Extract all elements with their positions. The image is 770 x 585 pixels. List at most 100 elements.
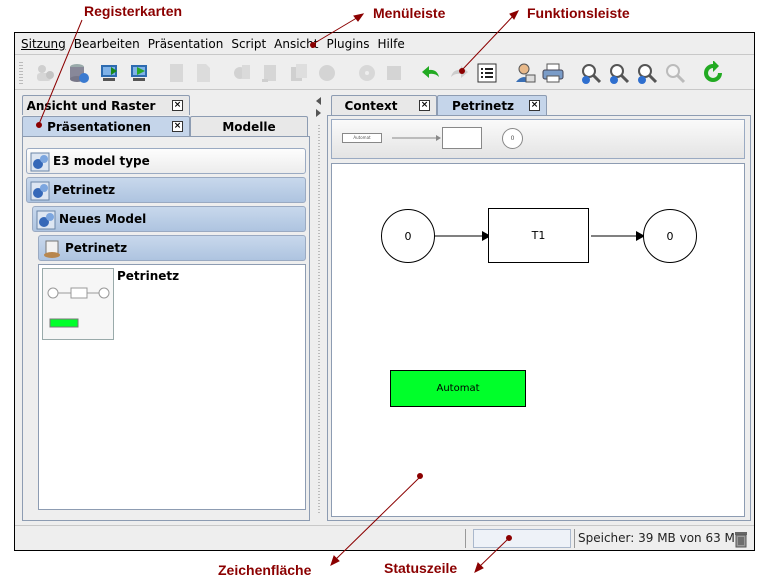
tree-row-petrinetz[interactable]: Petrinetz <box>26 177 306 203</box>
automat-node[interactable]: Automat <box>390 370 526 407</box>
close-icon[interactable]: × <box>172 121 183 132</box>
close-icon[interactable]: × <box>529 100 540 111</box>
status-separator <box>574 529 575 548</box>
annotation-menueleiste: Menüleiste <box>373 5 446 21</box>
menu-ansicht[interactable]: Ansicht <box>274 36 319 51</box>
arrowhead-icon <box>636 231 645 241</box>
zoom-reset-icon[interactable] <box>607 61 631 85</box>
presentation-icon <box>30 152 50 172</box>
split-pane-divider[interactable] <box>315 95 323 521</box>
tab-praesentationen[interactable]: Präsentationen × <box>22 116 190 136</box>
right-panel: Context × Petrinetz × Automat 0 0 <box>327 95 751 521</box>
redo-icon[interactable] <box>447 61 471 85</box>
presentation-thumbnail[interactable] <box>42 268 114 340</box>
automat-label: Automat <box>436 383 480 394</box>
pages-icon[interactable] <box>287 61 311 85</box>
tab-label: Context <box>344 98 398 113</box>
menu-praesentation[interactable]: Präsentation <box>147 36 224 51</box>
tab-petrinetz[interactable]: Petrinetz × <box>437 95 547 115</box>
tab-ansicht-und-raster[interactable]: Ansicht und Raster × <box>22 95 190 115</box>
cd-icon[interactable] <box>355 61 379 85</box>
memory-status: Speicher: 39 MB von 63 MB <box>578 531 744 545</box>
close-icon[interactable]: × <box>172 100 183 111</box>
transition-t1[interactable]: T1 <box>488 208 589 263</box>
leader-arrow <box>474 562 484 573</box>
element-palette: Automat 0 <box>331 119 745 159</box>
place-left[interactable]: 0 <box>381 209 435 263</box>
diagram-connections <box>435 231 645 241</box>
palette-arrow[interactable] <box>390 132 442 144</box>
arrowhead-icon <box>482 231 491 241</box>
thumbnail-preview <box>47 287 110 328</box>
palette-transition[interactable] <box>442 127 482 149</box>
tree-row-label: Petrinetz <box>65 241 128 255</box>
tab-label: Modelle <box>222 119 276 134</box>
tab-label: Präsentationen <box>47 119 151 134</box>
page-icon[interactable] <box>192 61 216 85</box>
tab-label: Petrinetz <box>451 98 515 113</box>
import-icon[interactable] <box>97 61 121 85</box>
annotation-zeichenflaeche: Zeichenfläche <box>218 562 312 578</box>
divider-grip <box>318 125 320 515</box>
tree-row-label: E3 model type <box>53 154 150 168</box>
menu-plugins[interactable]: Plugins <box>326 36 370 51</box>
leader-arrow <box>330 555 340 566</box>
annotation-registerkarten: Registerkarten <box>84 3 183 19</box>
palette-place[interactable]: 0 <box>502 128 523 149</box>
menu-bearbeiten[interactable]: Bearbeiten <box>73 36 140 51</box>
leader-arrow <box>353 13 365 22</box>
user-icon[interactable] <box>513 61 537 85</box>
trash-icon[interactable] <box>733 530 749 548</box>
collapse-left-icon[interactable] <box>316 97 321 105</box>
place-tokens: 0 <box>404 229 412 243</box>
tree-row-label: Petrinetz <box>53 183 116 197</box>
thumbnail-area: Petrinetz <box>38 264 306 510</box>
list-icon[interactable] <box>475 61 499 85</box>
menu-sitzung[interactable]: Sitzung <box>21 36 66 51</box>
annotation-statuszeile: Statuszeile <box>384 560 458 576</box>
leader-arrow <box>509 10 520 20</box>
menu-script[interactable]: Script <box>231 36 267 51</box>
tree-row-model-type[interactable]: E3 model type <box>26 148 306 174</box>
scroll-icon[interactable] <box>258 61 282 85</box>
tree-row-neues-model[interactable]: Neues Model <box>32 206 306 232</box>
zoom-out-icon[interactable] <box>635 61 659 85</box>
refresh-icon[interactable] <box>701 60 725 85</box>
print-icon[interactable] <box>541 61 565 85</box>
place-right[interactable]: 0 <box>643 209 697 263</box>
document-icon[interactable] <box>165 61 189 85</box>
presentation-icon <box>30 181 50 201</box>
presentation-tree: E3 model type Petrinetz Neues Model Petr… <box>22 136 310 521</box>
left-panel: Ansicht und Raster × Präsentationen × Mo… <box>19 95 313 521</box>
toolbar <box>15 56 754 90</box>
copy-icon[interactable] <box>230 61 254 85</box>
status-separator <box>465 529 466 548</box>
export-icon[interactable] <box>127 61 151 85</box>
database-icon[interactable] <box>67 61 91 85</box>
menu-bar: Sitzung Bearbeiten Präsentation Script A… <box>15 33 754 55</box>
status-message-field <box>473 529 571 548</box>
network-icon[interactable] <box>33 61 57 85</box>
application-window: Sitzung Bearbeiten Präsentation Script A… <box>14 32 755 551</box>
tree-row-label: Neues Model <box>59 212 147 226</box>
undo-icon[interactable] <box>419 61 443 85</box>
zoom-disabled-icon[interactable] <box>663 61 687 85</box>
close-icon[interactable]: × <box>419 100 430 111</box>
stamp-icon[interactable] <box>382 61 406 85</box>
transition-label: T1 <box>531 229 546 242</box>
place-tokens: 0 <box>666 229 674 243</box>
tab-context[interactable]: Context × <box>331 95 437 115</box>
globe-icon[interactable] <box>315 61 339 85</box>
zoom-in-icon[interactable] <box>579 61 603 85</box>
status-bar: Speicher: 39 MB von 63 MB <box>15 525 754 550</box>
drawing-canvas[interactable]: 0 T1 0 Automat <box>331 163 745 517</box>
thumbnail-label: Petrinetz <box>117 269 180 283</box>
tab-modelle[interactable]: Modelle <box>190 116 308 136</box>
tab-label: Ansicht und Raster <box>26 98 156 113</box>
petrinet-icon <box>44 240 60 258</box>
tree-row-petrinetz-presentation[interactable]: Petrinetz <box>38 235 306 261</box>
palette-automat[interactable]: Automat <box>342 133 382 143</box>
collapse-right-icon[interactable] <box>316 109 321 117</box>
menu-hilfe[interactable]: Hilfe <box>377 36 405 51</box>
toolbar-grip[interactable] <box>19 62 23 84</box>
